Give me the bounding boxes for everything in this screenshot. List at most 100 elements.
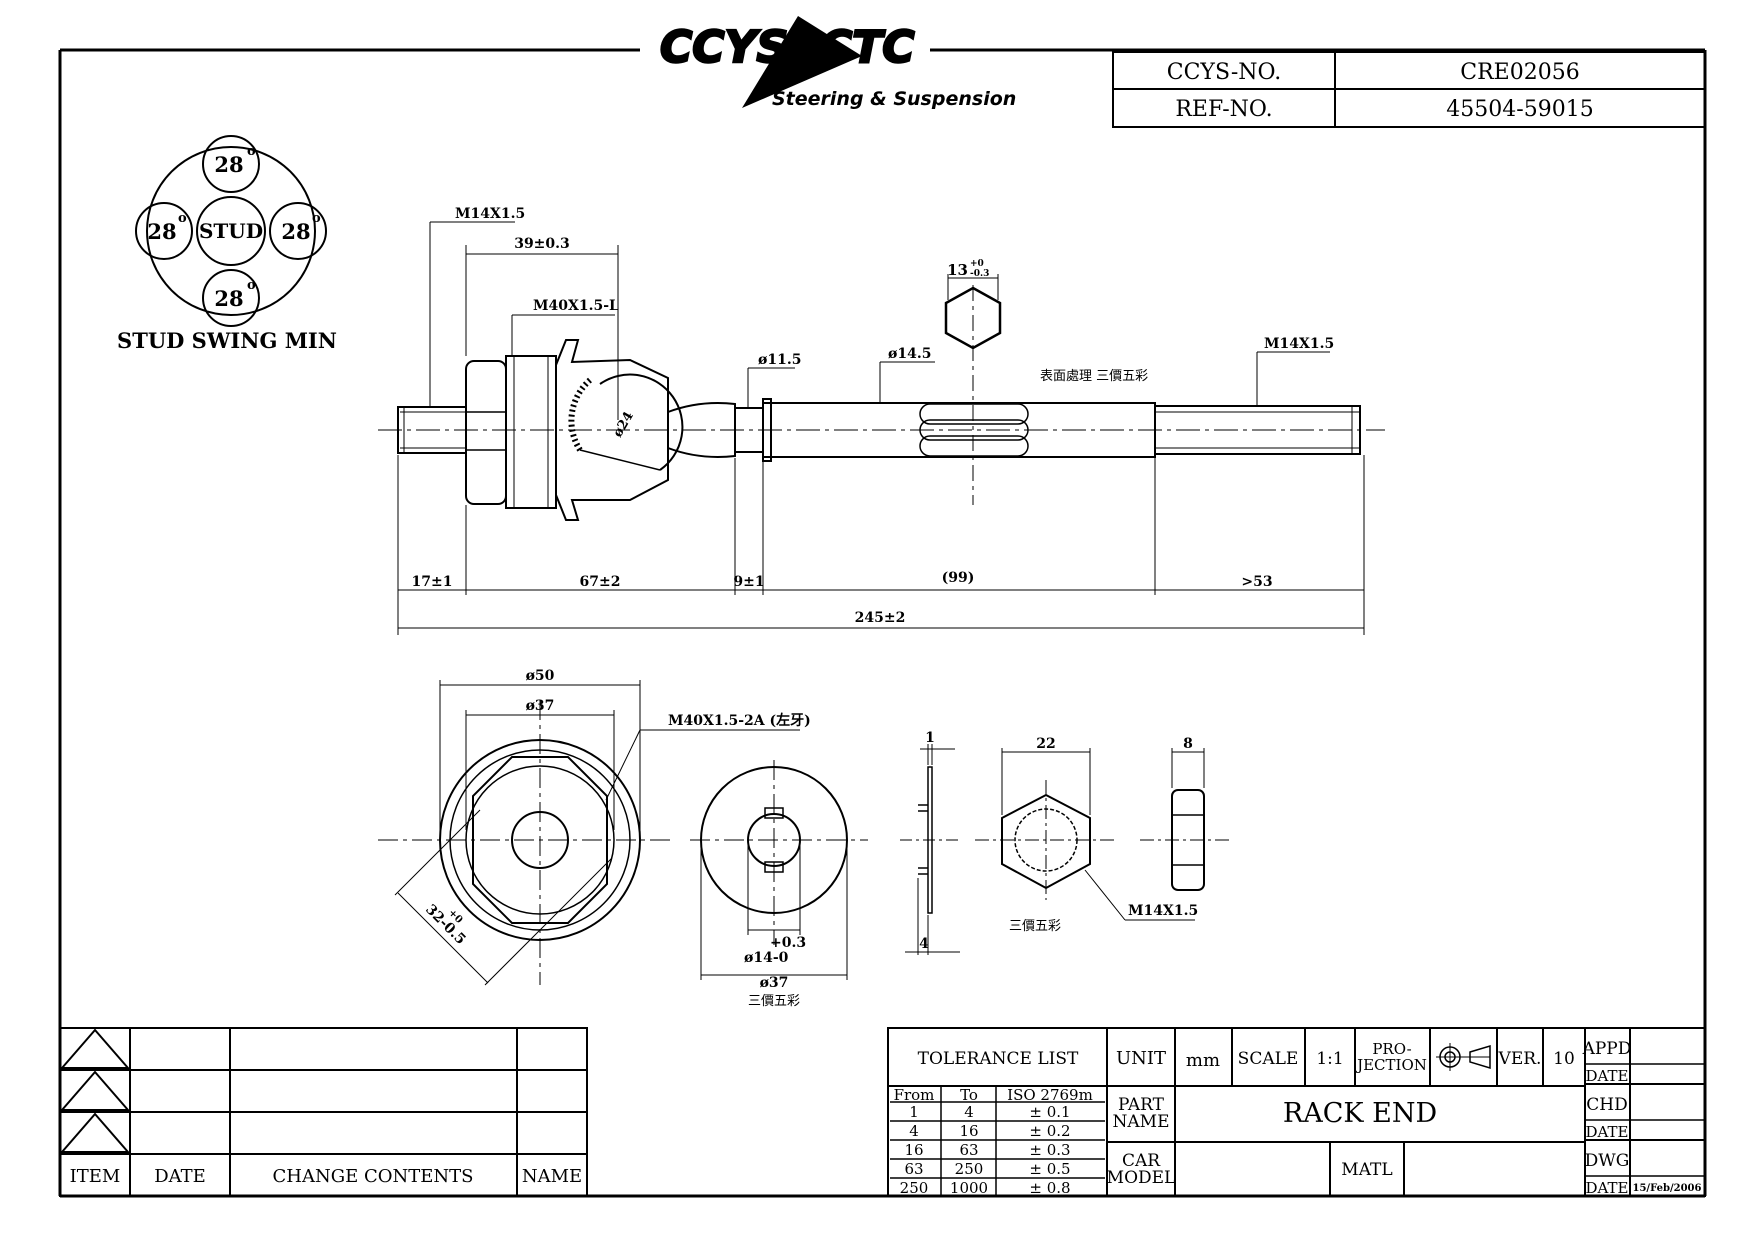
tol-row-1-to: 4 <box>964 1103 974 1121</box>
ball-joint <box>599 373 684 471</box>
washer-side-view: 1 4 <box>900 730 960 955</box>
swing-top-degree: o <box>247 144 256 159</box>
revision-triangle-3 <box>59 1112 131 1153</box>
tol-row-2-from: 4 <box>909 1122 919 1140</box>
ccys-no-value: CRE02056 <box>1460 60 1579 85</box>
rev-col-item: ITEM <box>70 1166 121 1187</box>
nut-side-view: 8 <box>1140 736 1232 891</box>
rev-col-name: NAME <box>522 1166 582 1187</box>
left-thread-label: M14X1.5 <box>455 206 525 222</box>
washer-front-view: +0.3 ø14-0 ø37 三價五彩 <box>690 760 868 1009</box>
chd-label: CHD <box>1586 1095 1627 1115</box>
tol-row-5-from: 250 <box>900 1179 929 1197</box>
unit-value: mm <box>1186 1050 1220 1071</box>
housing-thread-label: M40X1.5-L <box>533 298 619 314</box>
tol-header-from: From <box>894 1086 935 1104</box>
dim-67: 67±2 <box>580 574 621 590</box>
title-block: TOLERANCE LIST From To ISO 2769m 1 4 ± 0… <box>887 1027 1706 1197</box>
tab-length: 4 <box>919 936 929 952</box>
revision-table: ITEM DATE CHANGE CONTENTS NAME <box>59 1027 588 1197</box>
tol-row-1-val: ± 0.1 <box>1029 1103 1070 1121</box>
logo-left-text: CCYS <box>660 22 788 73</box>
dim-53: >53 <box>1241 574 1272 590</box>
nut-thread: M14X1.5 <box>1128 903 1198 919</box>
ver-label: VER. <box>1498 1049 1542 1069</box>
matl-label: MATL <box>1341 1160 1392 1180</box>
tol-header-to: To <box>960 1086 978 1104</box>
car-model-label-2: MODEL <box>1107 1168 1176 1188</box>
ver-value: 10 <box>1553 1049 1575 1069</box>
tol-row-3-val: ± 0.3 <box>1029 1141 1070 1159</box>
dia-50: ø50 <box>526 668 555 684</box>
dim-99: (99) <box>942 570 975 586</box>
logo-tagline: Steering & Suspension <box>772 88 1016 110</box>
dia-14-5: ø14.5 <box>888 346 931 362</box>
tol-row-3-to: 63 <box>959 1141 978 1159</box>
washer-finish: 三價五彩 <box>748 994 800 1009</box>
swing-right-angle: 28 <box>281 219 310 244</box>
swing-center: STUD <box>199 219 263 243</box>
part-name-label-1: PART <box>1118 1095 1165 1115</box>
housing-front-view: ø50 ø37 M40X1.5-2A (左牙) 32-0.5 +0 <box>378 668 811 986</box>
tol-row-5-val: ± 0.8 <box>1029 1179 1070 1197</box>
washer-bore-tol: +0.3 <box>770 935 806 951</box>
tol-header-iso: ISO 2769m <box>1007 1086 1093 1104</box>
company-logo: CCYS CTC Steering & Suspension <box>659 16 1016 110</box>
washer-bore: ø14-0 <box>744 950 789 966</box>
ball-neck <box>667 402 736 458</box>
nut-thickness: 8 <box>1183 736 1193 752</box>
logo-triangle <box>742 16 862 108</box>
appd-label: APPD <box>1582 1039 1632 1059</box>
part-name-value: RACK END <box>1283 1098 1437 1129</box>
dim-39: 39±0.3 <box>514 236 570 252</box>
unit-label: UNIT <box>1116 1048 1166 1069</box>
ref-no-value: 45504-59015 <box>1446 97 1593 122</box>
rack-end-side-view: 13 +0 -0.3 M14X1.5 39±0.3 M40X1.5-L ø24 … <box>378 206 1385 635</box>
scale-value: 1:1 <box>1316 1049 1343 1069</box>
tol-row-4-to: 250 <box>955 1160 984 1178</box>
ref-no-label: REF-NO. <box>1175 97 1272 122</box>
swing-left-degree: o <box>178 211 187 226</box>
tol-row-5-to: 1000 <box>950 1179 988 1197</box>
swing-caption: STUD SWING MIN <box>117 328 337 353</box>
housing-flange <box>555 339 669 521</box>
projection-label-2: JECTION <box>1355 1056 1427 1074</box>
washer-thickness: 1 <box>925 730 935 746</box>
nut-front-view: 22 M14X1.5 三價五彩 <box>975 736 1198 934</box>
swing-bottom-angle: 28 <box>214 286 243 311</box>
rev-col-date: DATE <box>154 1166 206 1187</box>
revision-triangle-1 <box>59 1028 131 1069</box>
hex-across-dim: 13 <box>947 261 968 279</box>
revision-triangle-2 <box>59 1070 131 1111</box>
tol-row-4-val: ± 0.5 <box>1029 1160 1070 1178</box>
tolerance-title: TOLERANCE LIST <box>918 1049 1079 1069</box>
hex-tol-lower: -0.3 <box>970 269 989 279</box>
logo-right-text: CTC <box>820 22 915 73</box>
nut-across: 22 <box>1036 736 1055 752</box>
ball-diameter: ø24 <box>610 409 636 440</box>
header-id-table: CCYS-NO. CRE02056 REF-NO. 45504-59015 <box>1112 51 1706 128</box>
housing-octagon <box>472 756 608 924</box>
dwg-date-label: DATE <box>1586 1179 1629 1197</box>
tol-row-3-from: 16 <box>904 1141 923 1159</box>
swing-left-angle: 28 <box>147 219 176 244</box>
swing-right-degree: o <box>312 211 321 226</box>
dim-total: 245±2 <box>855 610 906 626</box>
tol-row-2-val: ± 0.2 <box>1029 1122 1070 1140</box>
tol-row-2-to: 16 <box>959 1122 978 1140</box>
stud-swing-diagram: STUD 28 o 28 o 28 o 28 o STUD SWING MIN <box>117 135 337 353</box>
tol-row-4-from: 63 <box>904 1160 923 1178</box>
lock-nut <box>465 360 507 505</box>
dwg-label: DWG <box>1585 1151 1630 1171</box>
dwg-date-value: 15/Feb/2006 <box>1633 1183 1702 1194</box>
hex-section <box>944 286 1002 350</box>
tol-row-1-from: 1 <box>909 1103 919 1121</box>
car-model-label-1: CAR <box>1122 1151 1161 1171</box>
nut-hexagon <box>1001 793 1091 890</box>
right-thread-label: M14X1.5 <box>1264 336 1334 352</box>
swing-top-angle: 28 <box>214 152 243 177</box>
dim-9: 9±1 <box>733 574 764 590</box>
hex-tol-upper: +0 <box>970 259 984 269</box>
rev-col-change: CHANGE CONTENTS <box>273 1166 474 1187</box>
